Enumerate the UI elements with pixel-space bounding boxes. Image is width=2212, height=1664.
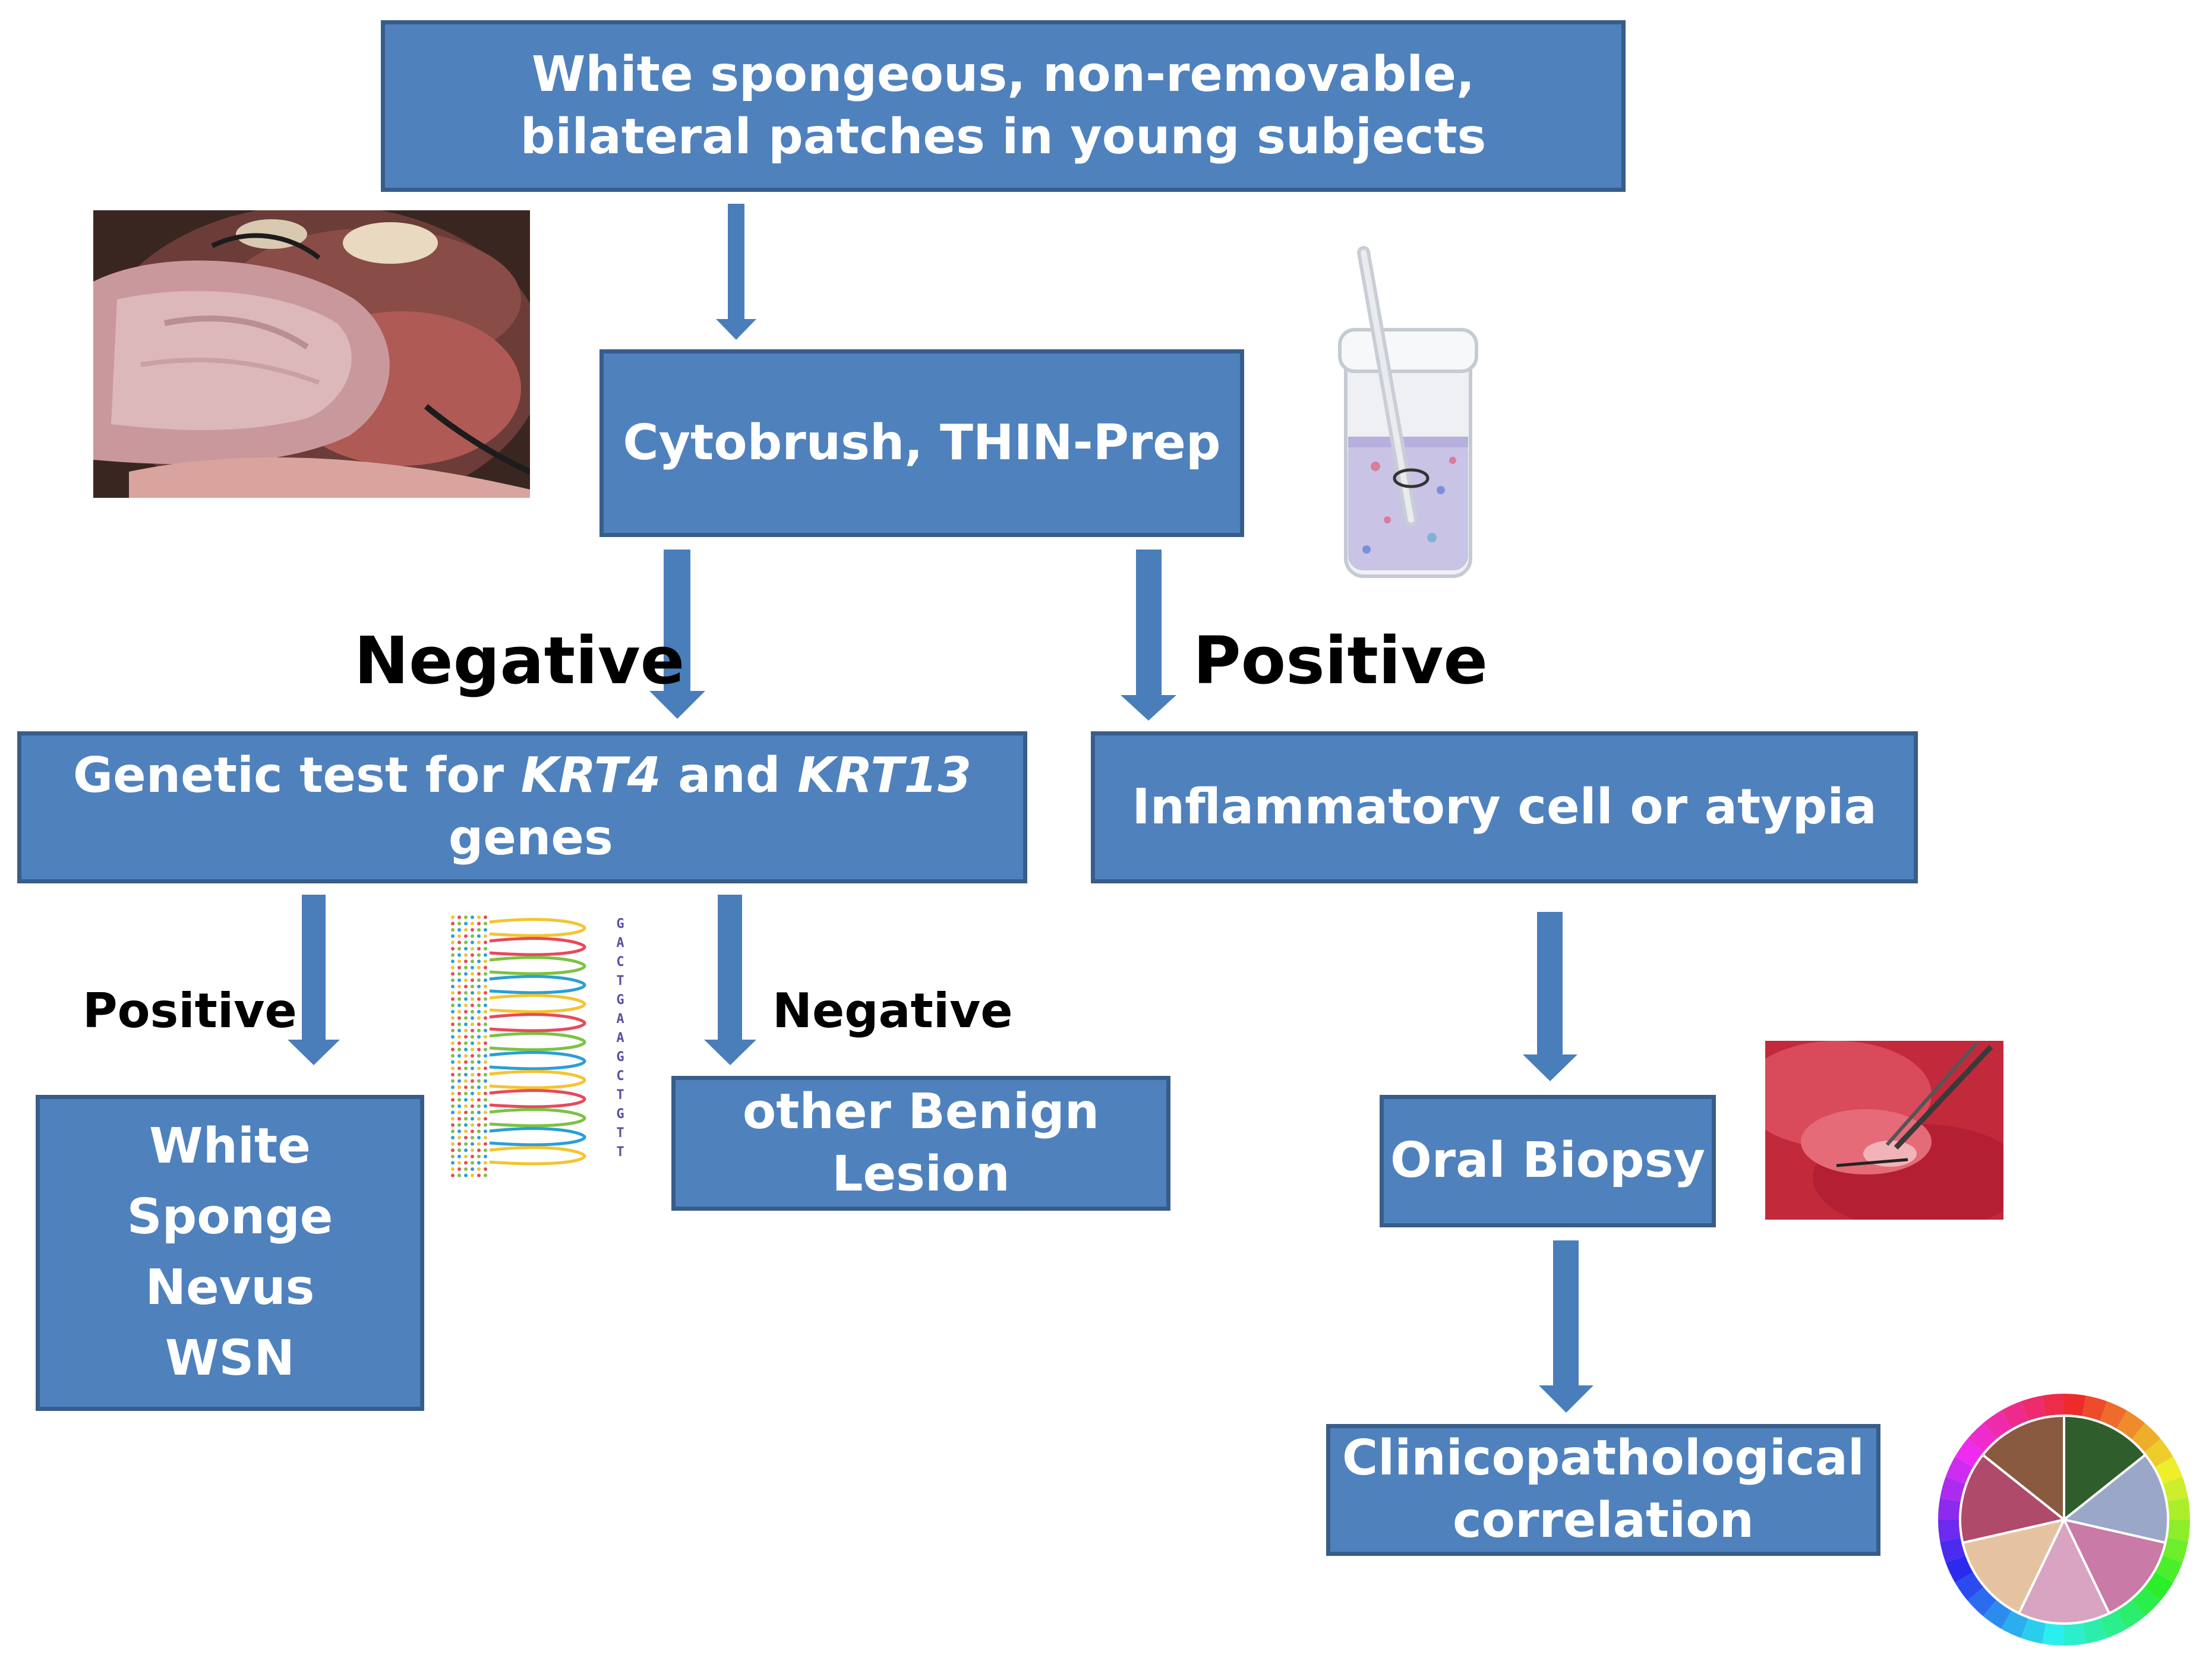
- sequence-letter: T: [616, 1126, 624, 1141]
- benign-line2: Lesion: [832, 1145, 1010, 1202]
- gene-krt13: KRT13: [797, 747, 972, 804]
- box-white-sponge-nevus: White Sponge Nevus WSN: [36, 1095, 424, 1411]
- label-negative-main: Negative: [354, 623, 685, 699]
- arrow-cytobrush-to-inflammatory: [1121, 550, 1176, 721]
- arrow-top-to-cytobrush: [716, 204, 756, 340]
- genetic-text-part2: and: [661, 747, 798, 804]
- sequence-letter: G: [616, 993, 624, 1008]
- benign-line1: other Benign: [742, 1083, 1100, 1140]
- wsn-line4: WSN: [165, 1330, 295, 1387]
- oral-cavity-photo-icon: [93, 210, 530, 498]
- box-cytobrush-text: Cytobrush, THIN-Prep: [623, 414, 1221, 471]
- box-clinicopathological: Clinicopathological correlation: [1326, 1424, 1880, 1556]
- box-inflammatory: Inflammatory cell or atypia: [1091, 731, 1918, 883]
- label-positive-main: Positive: [1193, 623, 1488, 699]
- wsn-line2: Sponge: [127, 1189, 333, 1246]
- sequence-letter: A: [616, 1031, 624, 1046]
- label-positive-sub: Positive: [83, 983, 297, 1038]
- sequence-letter: G: [616, 917, 624, 932]
- genetic-text-part3: genes: [431, 810, 613, 866]
- box-other-benign: other Benign Lesion: [671, 1076, 1170, 1211]
- arrow-cytobrush-to-genetic: [649, 550, 705, 719]
- arrow-biopsy-to-clinico: [1539, 1240, 1593, 1413]
- histology-color-wheel-icon: [1927, 1389, 2201, 1650]
- box-cytobrush: Cytobrush, THIN-Prep: [599, 349, 1244, 537]
- sequence-letter: T: [616, 1145, 624, 1160]
- sequence-letter: C: [616, 955, 624, 970]
- arrow-genetic-to-wsn: [288, 895, 340, 1065]
- genetic-text-part1: Genetic test for: [72, 747, 521, 804]
- wsn-line1: White: [149, 1118, 311, 1175]
- box-white-patches-line2: bilateral patches in young subjects: [520, 108, 1487, 165]
- arrow-inflammatory-to-biopsy: [1523, 912, 1577, 1081]
- box-genetic-test: Genetic test for KRT4 and KRT13 genes: [17, 731, 1027, 883]
- box-white-patches-line1: White spongeous, non-removable,: [531, 46, 1475, 103]
- sequence-letter: A: [616, 936, 624, 951]
- sequence-letter: G: [616, 1107, 624, 1122]
- gene-krt4: KRT4: [520, 747, 661, 804]
- wsn-line3: Nevus: [145, 1259, 315, 1316]
- sequence-letter: G: [616, 1050, 624, 1065]
- clinico-line2: correlation: [1453, 1492, 1754, 1549]
- clinico-line1: Clinicopathological: [1342, 1430, 1865, 1487]
- arrow-genetic-to-benign: [704, 895, 756, 1065]
- box-white-patches: White spongeous, non-removable, bilatera…: [381, 20, 1626, 192]
- sequence-letter: C: [616, 1069, 624, 1084]
- sequence-letter: T: [616, 974, 624, 989]
- thinprep-vial-icon: [1322, 241, 1500, 597]
- label-negative-sub: Negative: [772, 983, 1013, 1038]
- box-oral-biopsy: Oral Biopsy: [1380, 1095, 1716, 1227]
- box-oral-biopsy-text: Oral Biopsy: [1390, 1132, 1706, 1189]
- biopsy-photo-icon: [1765, 1041, 2003, 1220]
- box-inflammatory-text: Inflammatory cell or atypia: [1132, 778, 1877, 835]
- sequence-letter: T: [616, 1088, 624, 1103]
- sequence-letter: A: [616, 1012, 624, 1027]
